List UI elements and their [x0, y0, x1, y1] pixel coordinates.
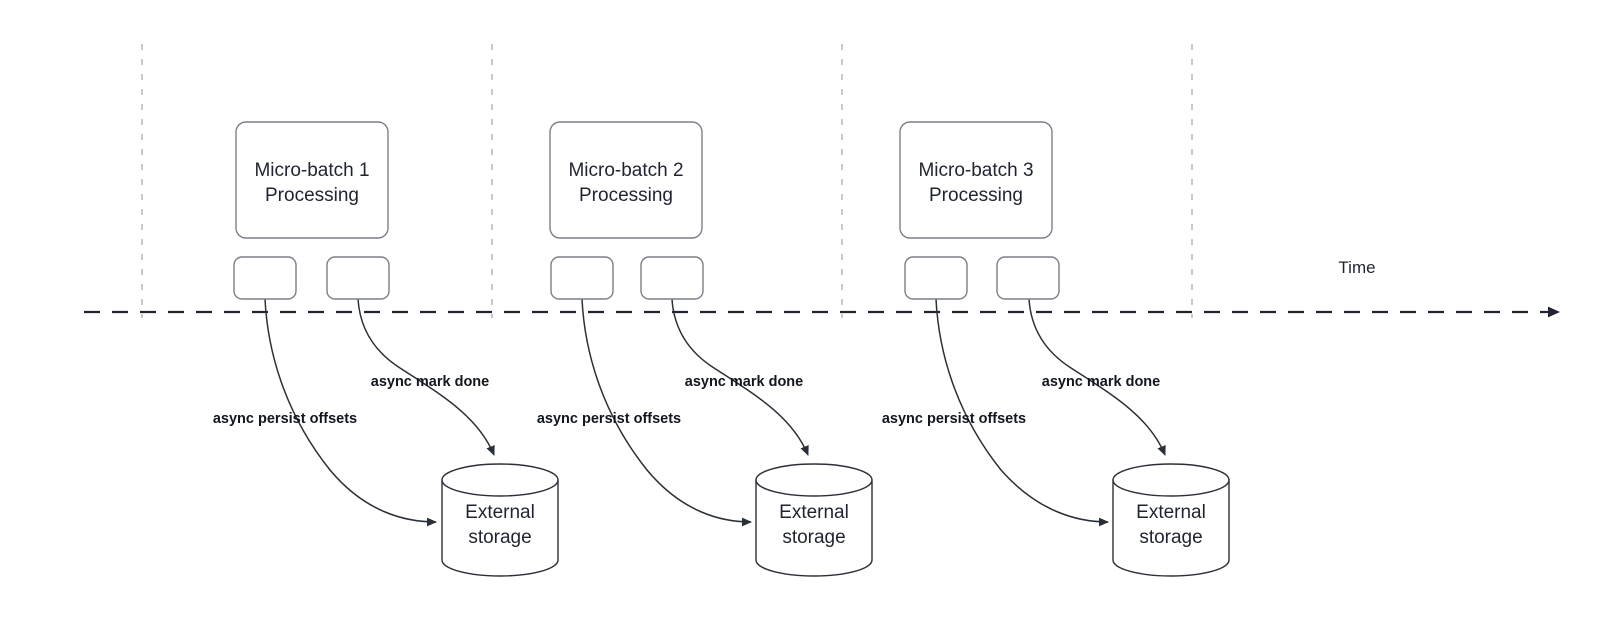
external-storage-label-line1: External: [1136, 502, 1206, 523]
micro-batch-groups: async persist offsets async mark done Micr…: [213, 121, 1230, 577]
async-mark-done-edge: [357, 298, 495, 456]
async-mark-done-edge: [1028, 298, 1166, 456]
async-persist-offsets-edge: [264, 298, 437, 527]
external-storage-label-line2: storage: [468, 527, 531, 548]
async-persist-offsets-edge-label: async persist offsets: [537, 411, 681, 427]
mark-done-task[interactable]: [996, 256, 1060, 300]
micro-batch-processing-box[interactable]: [235, 121, 389, 239]
external-storage-cylinder-body[interactable]: [755, 479, 873, 577]
async-persist-offsets-edge-label: async persist offsets: [213, 411, 357, 427]
external-storage-cylinder-body[interactable]: [1112, 479, 1230, 577]
persist-offsets-task[interactable]: [550, 256, 614, 300]
async-mark-done-edge: [671, 298, 809, 456]
micro-batch-box-label-line1: Micro-batch 3: [918, 160, 1033, 181]
micro-batch-box-label-line1: Micro-batch 1: [254, 160, 369, 181]
external-storage-cylinder-body[interactable]: [441, 479, 559, 577]
micro-batch-processing-box[interactable]: [549, 121, 703, 239]
persist-offsets-task[interactable]: [904, 256, 968, 300]
async-mark-done-edge-label: async mark done: [371, 374, 489, 390]
micro-batch-group-3: async persist offsets async mark done Micr…: [882, 121, 1230, 577]
mark-done-task[interactable]: [640, 256, 704, 300]
async-persist-offsets-edge: [581, 298, 752, 527]
external-storage-label-line1: External: [779, 502, 849, 523]
micro-batch-group-2: async persist offsets async mark done Micr…: [537, 121, 873, 577]
micro-batch-group-1: async persist offsets async mark done Micr…: [213, 121, 559, 577]
external-storage-cylinder-top: [755, 463, 873, 497]
micro-batch-box-label-line2: Processing: [265, 185, 359, 206]
micro-batch-box-label-line2: Processing: [579, 185, 673, 206]
micro-batch-box-label-line2: Processing: [929, 185, 1023, 206]
micro-batch-processing-box[interactable]: [899, 121, 1053, 239]
async-mark-done-edge-label: async mark done: [685, 374, 803, 390]
time-tick-lines: [141, 44, 1193, 318]
async-persist-offsets-edge-label: async persist offsets: [882, 411, 1026, 427]
external-storage-label-line2: storage: [1139, 527, 1202, 548]
mark-done-task[interactable]: [326, 256, 390, 300]
external-storage-label-line1: External: [465, 502, 535, 523]
external-storage-label-line2: storage: [782, 527, 845, 548]
time-axis: Time: [84, 258, 1560, 318]
async-persist-offsets-edge: [935, 298, 1109, 527]
async-mark-done-edge-label: async mark done: [1042, 374, 1160, 390]
time-axis-label: Time: [1338, 258, 1375, 277]
persist-offsets-task[interactable]: [233, 256, 297, 300]
external-storage-cylinder-top: [441, 463, 559, 497]
micro-batch-box-label-line1: Micro-batch 2: [568, 160, 683, 181]
external-storage-cylinder-top: [1112, 463, 1230, 497]
